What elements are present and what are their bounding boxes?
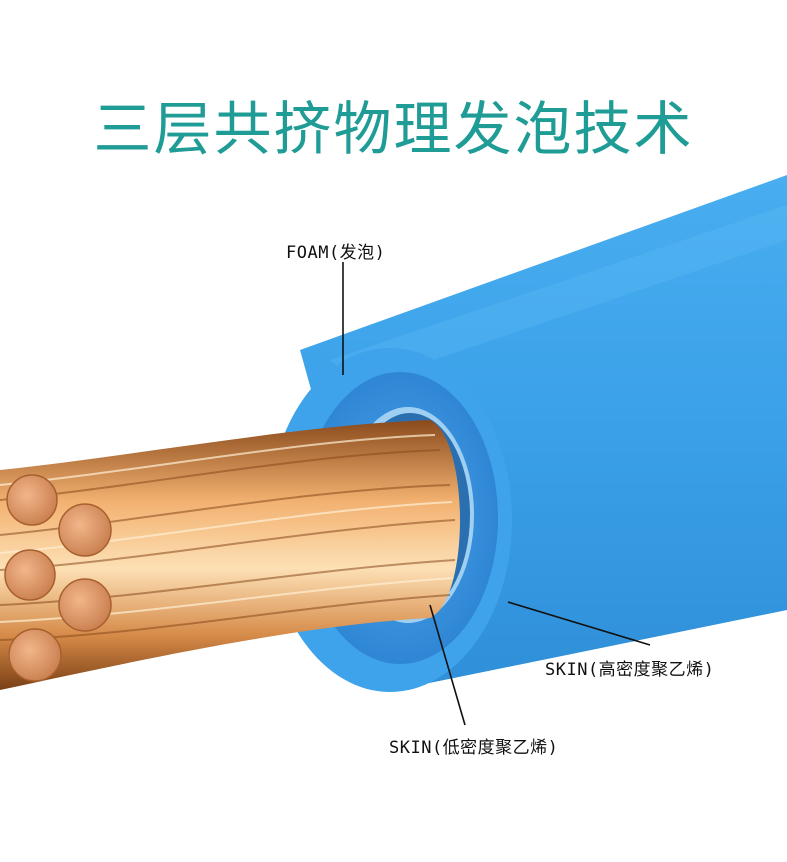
strand-end <box>58 503 112 557</box>
foam-label: FOAM(发泡) <box>286 243 386 263</box>
skin-high-leader-line <box>507 601 651 646</box>
strand-end <box>58 578 112 632</box>
strand-end <box>4 549 56 601</box>
strand-ends <box>4 474 112 682</box>
inner-skin-label: SKIN(低密度聚乙烯) <box>389 738 559 758</box>
strand-end <box>6 474 58 526</box>
page-title: 三层共挤物理发泡技术 <box>93 95 694 163</box>
strand-end <box>8 628 62 682</box>
outer-skin-label: SKIN(高密度聚乙烯) <box>545 660 715 680</box>
copper-strand-highlights <box>0 434 454 623</box>
skin-low-leader-line <box>429 604 466 726</box>
outer-skin-highlight <box>330 205 787 385</box>
copper-conductor <box>0 420 460 690</box>
